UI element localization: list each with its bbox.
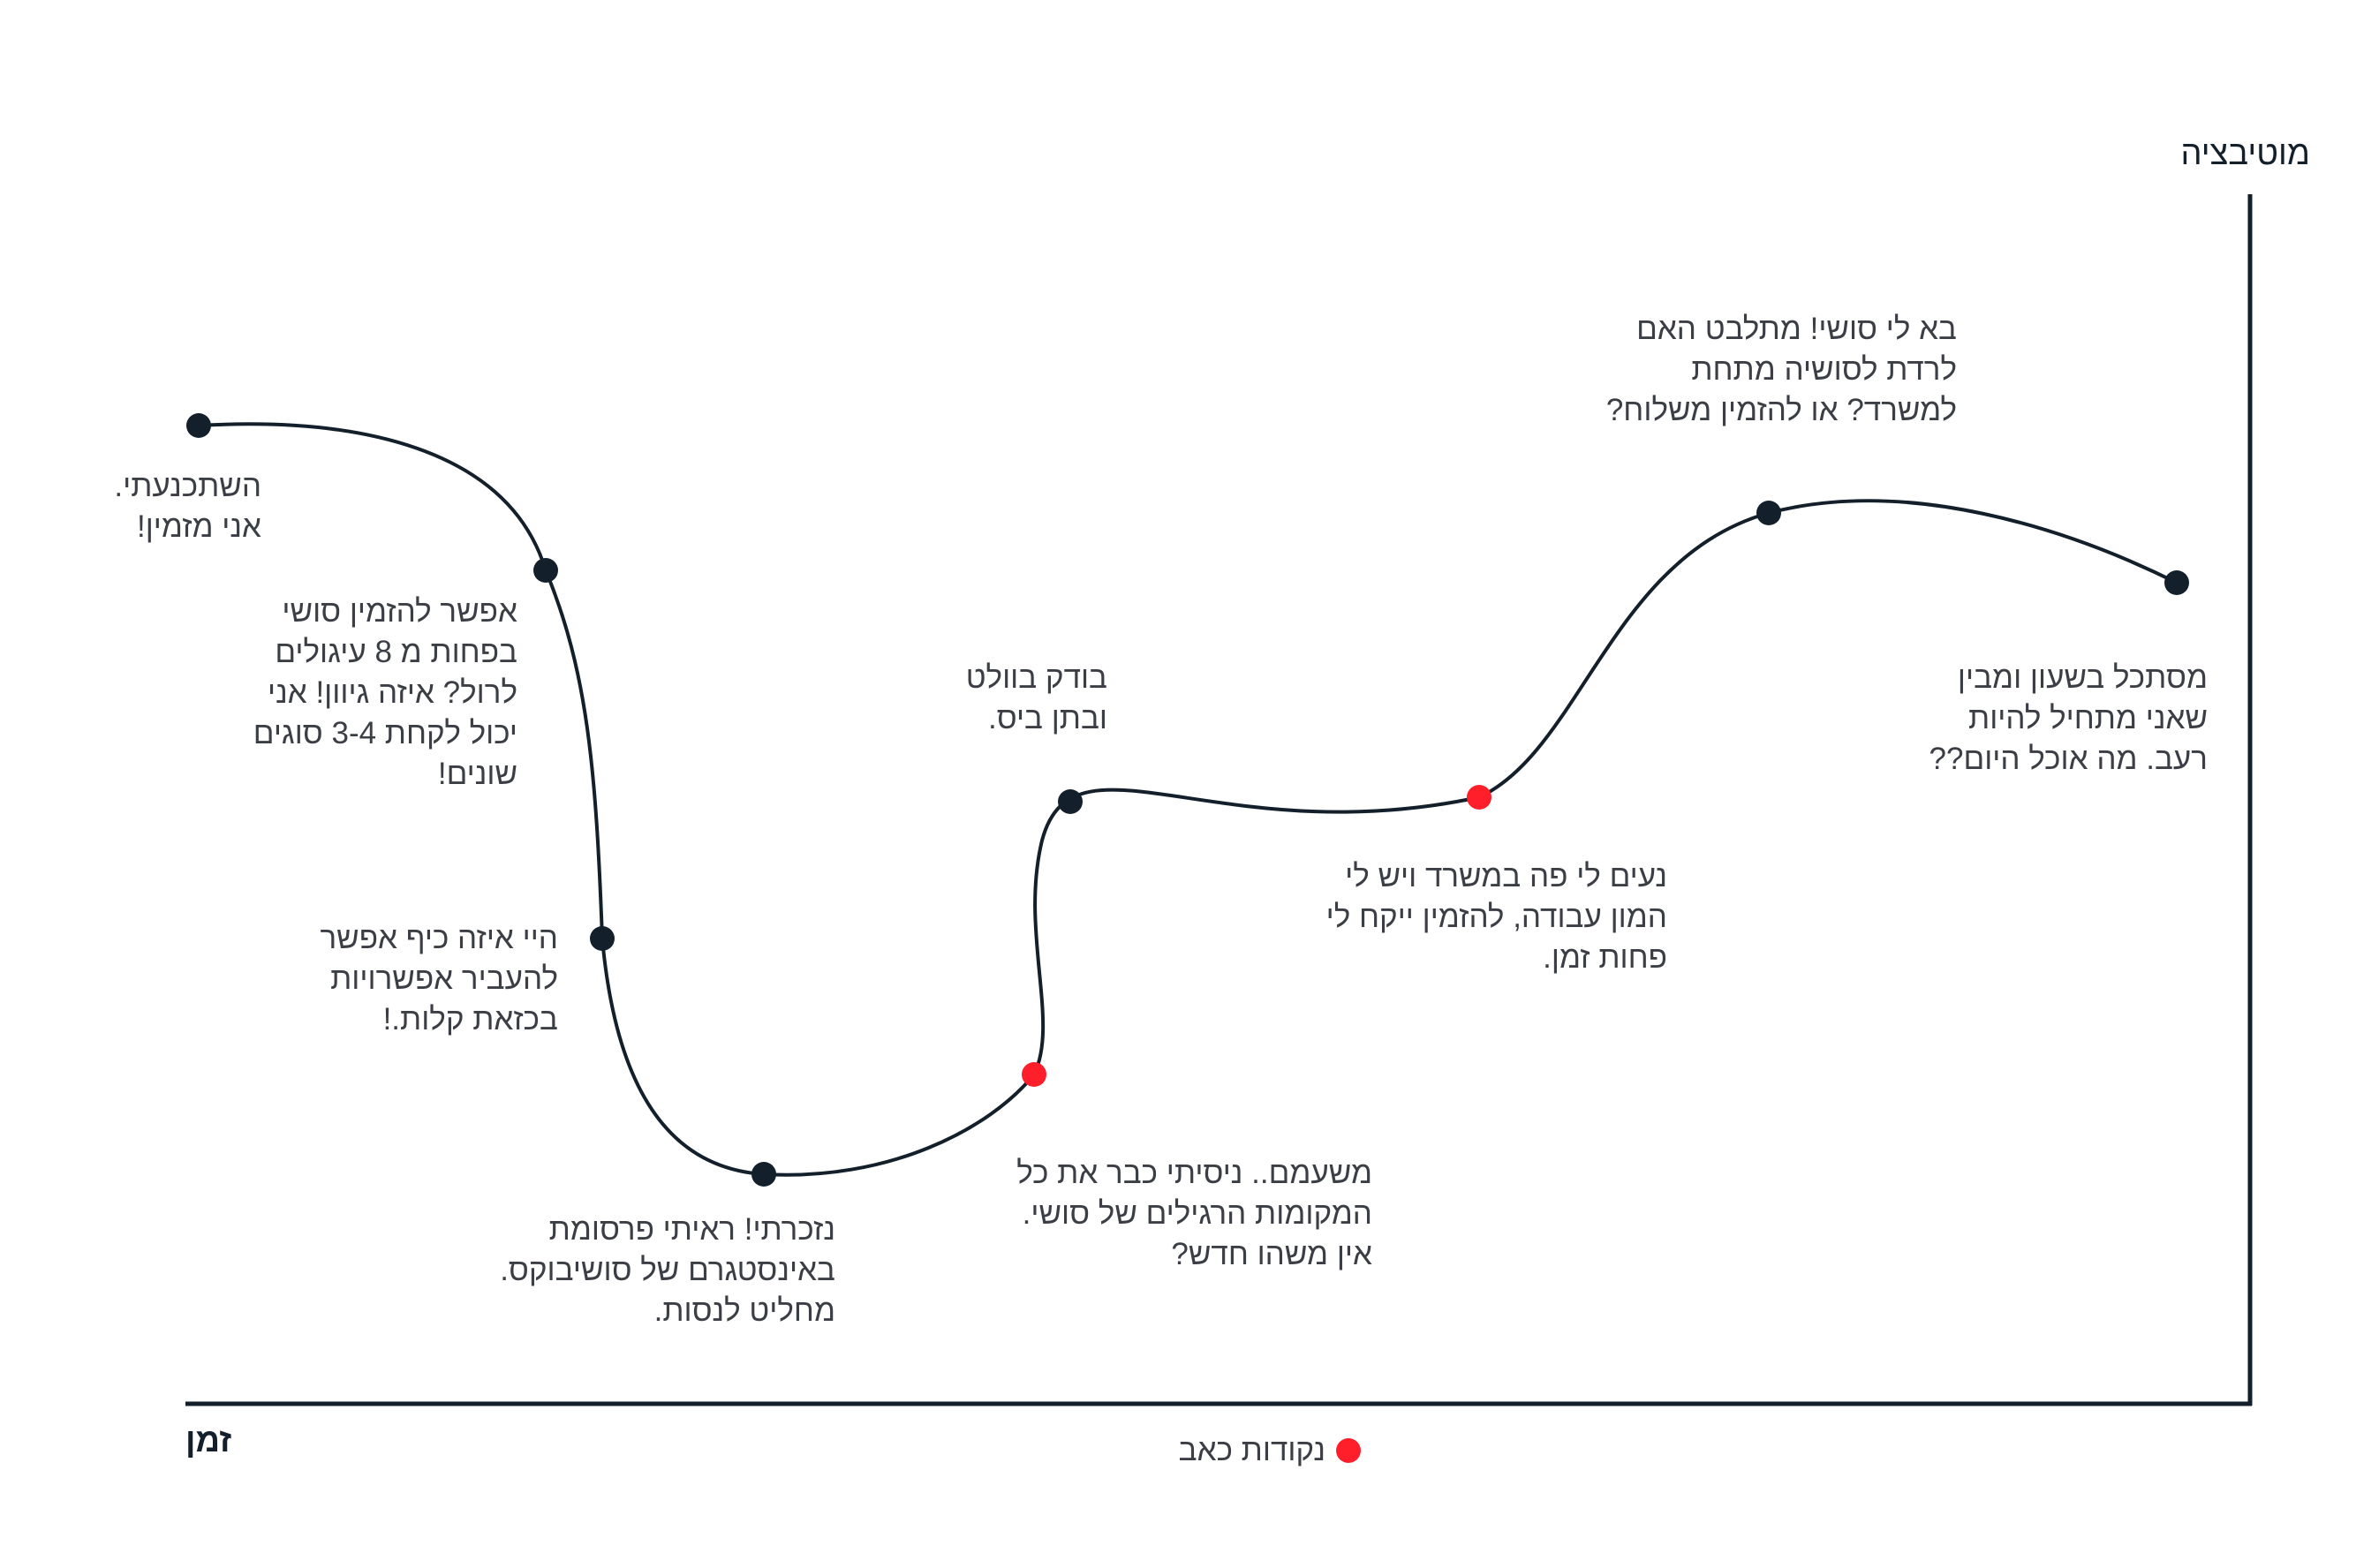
legend-label: נקודות כאב: [1178, 1433, 1325, 1467]
point-label-7: נעים לי פה במשרד ויש לי המון עבודה, להזמ…: [1325, 859, 1667, 975]
point-label-9: מסתכל בשעון ומבין שאני מתחיל להיות רעב. …: [1929, 660, 2208, 776]
journey-point-2: [533, 558, 558, 583]
point-label-8: בא לי סושי! מתלבט האם לרדת לסושיה מתחת ל…: [1605, 312, 1957, 427]
journey-point-8: [1756, 501, 1781, 525]
journey-point-6: [1058, 789, 1083, 814]
journey-point-4: [751, 1162, 776, 1187]
journey-point-9: [2164, 570, 2189, 595]
legend: נקודות כאב: [1179, 1433, 1361, 1468]
point-label-4: נזכרתי! ראיתי פרסומת באינסטגרם של סושיבו…: [500, 1212, 835, 1328]
pain-point-legend-icon: [1336, 1438, 1361, 1463]
motivation-curve: [198, 422, 2178, 1177]
point-label-5: משעמם.. ניסיתי כבר את כל המקומות הרגילים…: [1016, 1156, 1372, 1271]
journey-point-3: [590, 926, 615, 951]
point-label-3: היי איזה כיף אפשר להעביר אפשרויות בכזאת …: [320, 921, 558, 1037]
point-label-1: השתכנעתי. אני מזמין!: [114, 469, 261, 544]
journey-point-1: [186, 413, 211, 438]
pain-point-7: [1467, 785, 1491, 810]
pain-point-5: [1022, 1062, 1046, 1087]
point-label-6: בודק בוולט ובתן ביס.: [965, 660, 1107, 735]
x-axis-title: זמן: [185, 1422, 232, 1459]
point-label-2: אפשר להזמין סושי בפחות מ 8 עיגולים לרול?…: [253, 594, 517, 791]
y-axis-title: מוטיבציה: [2180, 135, 2310, 172]
